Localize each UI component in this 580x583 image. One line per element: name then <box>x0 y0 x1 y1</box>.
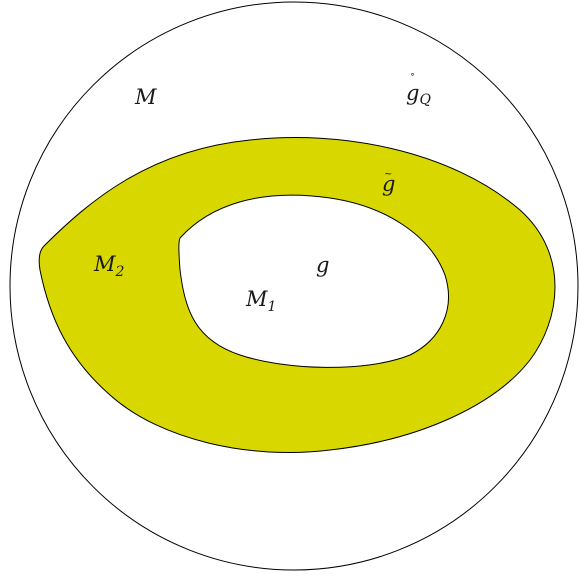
outer-circle <box>9 1 579 571</box>
label-g: g <box>316 253 329 277</box>
annulus-region-m2 <box>38 137 556 453</box>
label-g-ring-Q: gQ <box>406 81 431 108</box>
label-M: M <box>134 85 157 109</box>
label-M2: M2 <box>93 252 125 280</box>
label-g-tilde: g <box>382 172 395 196</box>
tilde-accent-icon: ~ <box>384 169 392 180</box>
ring-accent-icon: ˚ <box>410 73 415 85</box>
label-M1: M1 <box>245 287 276 315</box>
